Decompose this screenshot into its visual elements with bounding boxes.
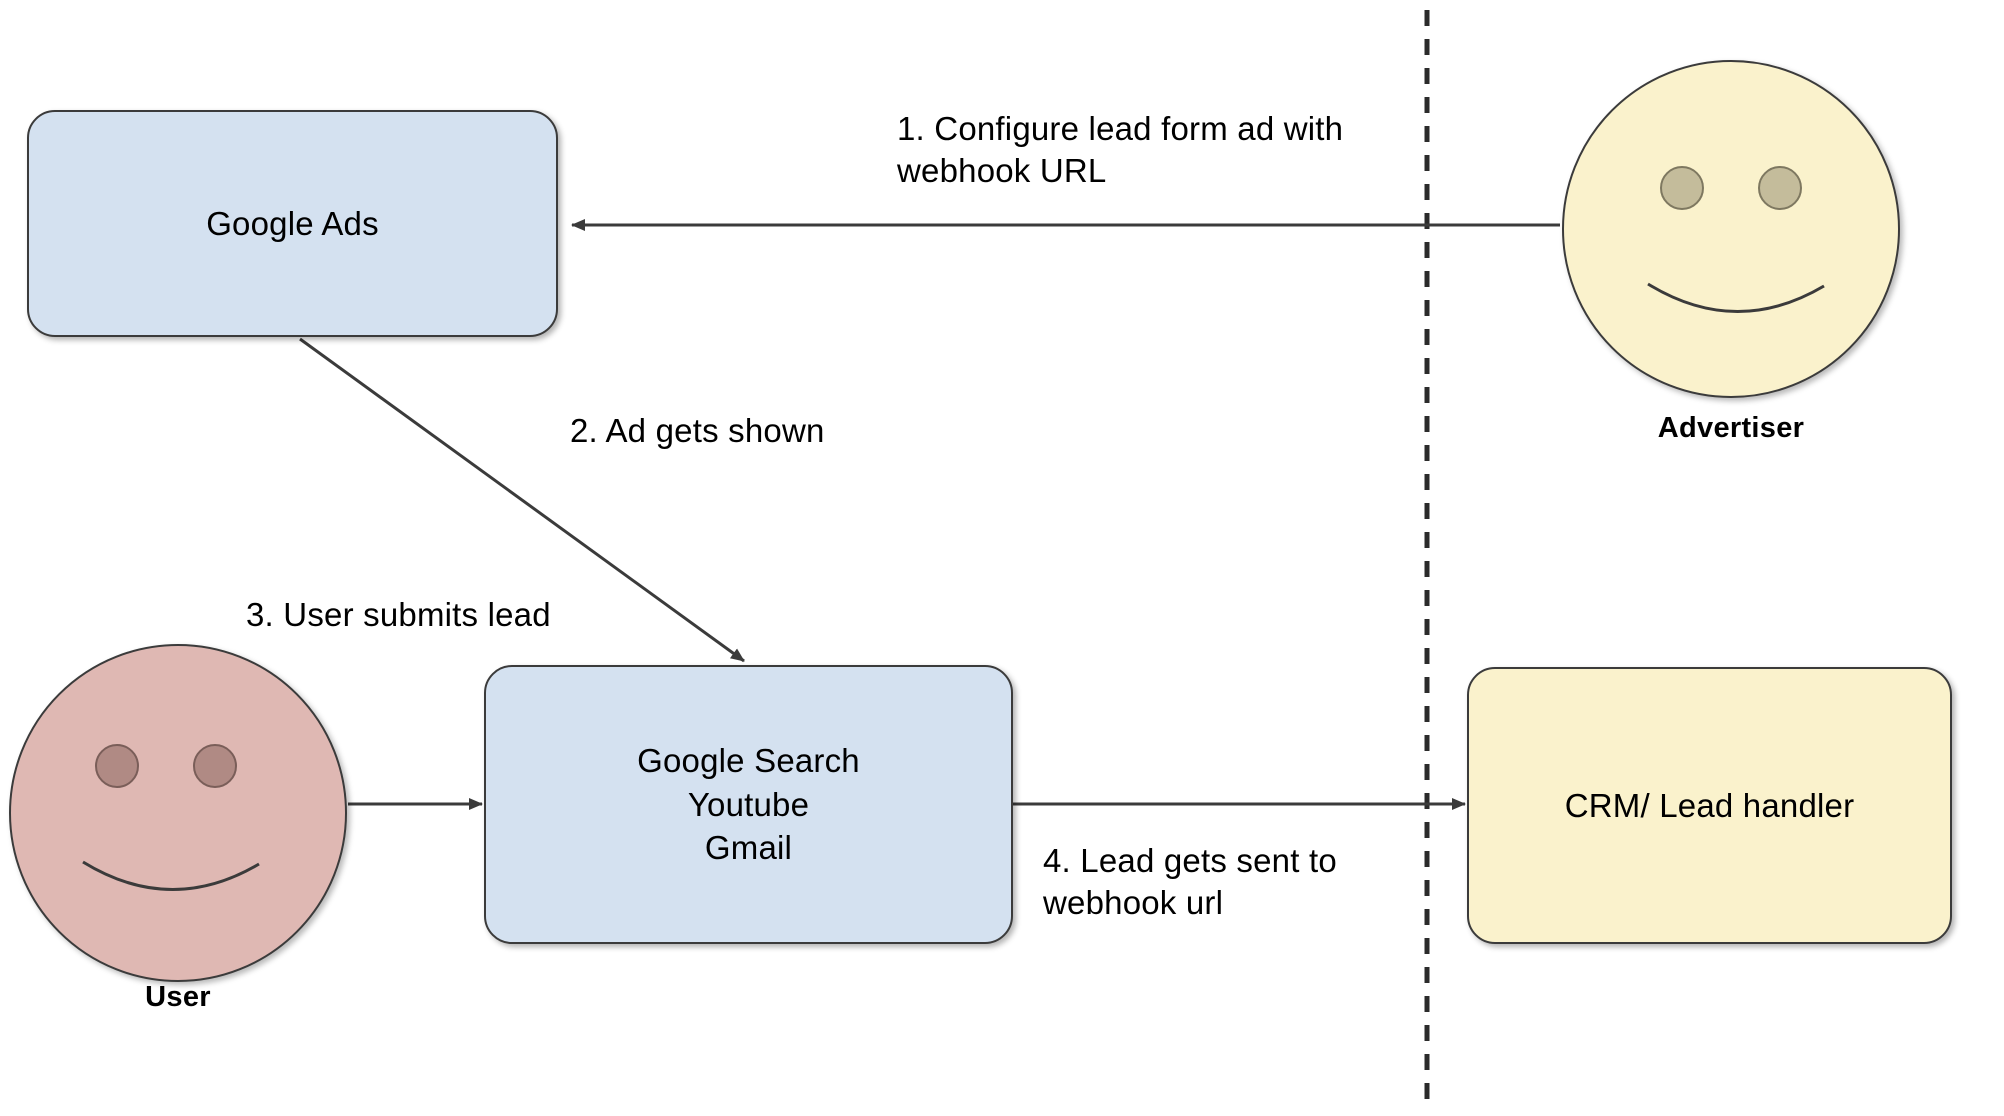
edge-label-step-1: 1. Configure lead form ad with webhook U… xyxy=(897,110,1344,189)
user-face-icon xyxy=(9,644,347,982)
edge-label-step-4: 4. Lead gets sent to webhook url xyxy=(1043,842,1337,921)
advertiser-actor-label: Advertiser xyxy=(1657,412,1805,444)
user-actor[interactable]: User xyxy=(9,644,347,1034)
crm-lead-handler-node-label: CRM/ Lead handler xyxy=(1564,786,1855,824)
google-surfaces-node[interactable]: Google Search Youtube Gmail xyxy=(484,665,1013,944)
google-ads-node-label: Google Ads xyxy=(206,204,379,242)
edge-label-step-3: 3. User submits lead xyxy=(246,596,551,633)
advertiser-actor[interactable]: Advertiser xyxy=(1562,60,1900,450)
advertiser-face-icon xyxy=(1562,60,1900,398)
advertiser-left-eye-icon xyxy=(1660,166,1704,210)
google-ads-node[interactable]: Google Ads xyxy=(27,110,558,337)
google-surfaces-node-label: Google Search Youtube Gmail xyxy=(637,741,860,867)
user-left-eye-icon xyxy=(95,744,139,788)
advertiser-right-eye-icon xyxy=(1758,166,1802,210)
user-right-eye-icon xyxy=(193,744,237,788)
advertiser-smile-icon xyxy=(1646,282,1826,330)
user-actor-label: User xyxy=(145,981,211,1013)
crm-lead-handler-node[interactable]: CRM/ Lead handler xyxy=(1467,667,1952,944)
edge-label-step-2: 2. Ad gets shown xyxy=(570,412,825,449)
user-smile-icon xyxy=(81,860,261,908)
